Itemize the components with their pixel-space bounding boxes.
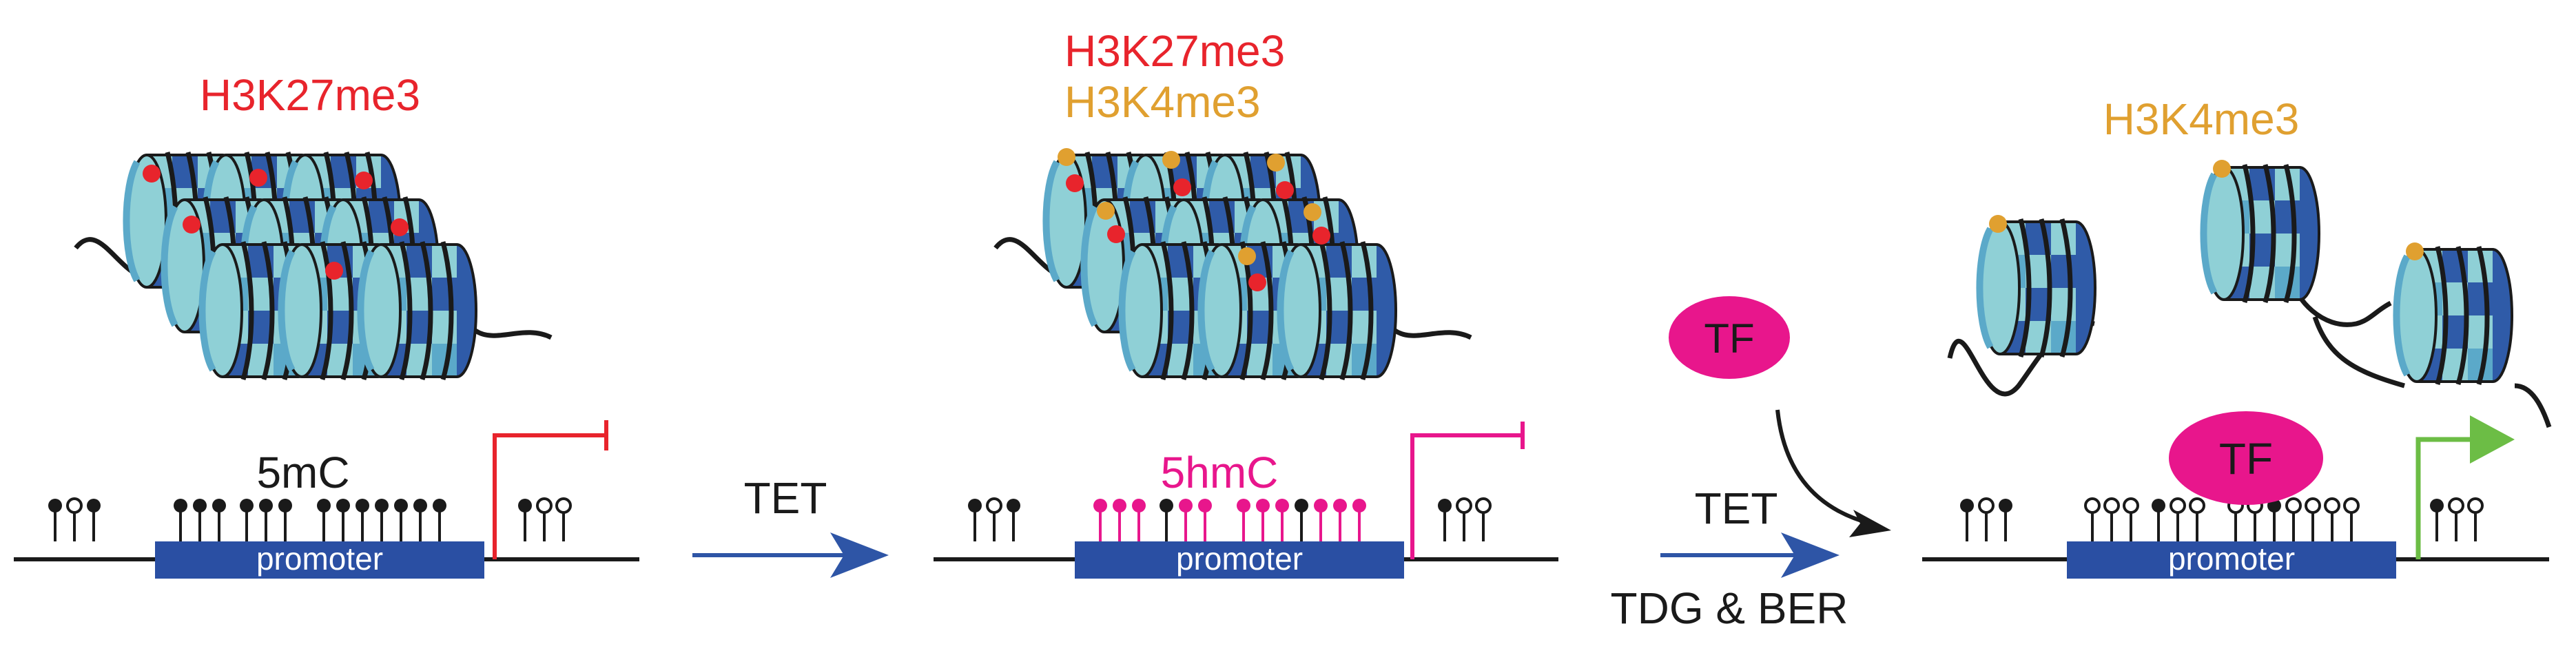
open-lollipop-icon: [2343, 497, 2360, 543]
h3k4me3-marks-3: [1989, 160, 2424, 260]
filled-lollipop-icon: [1959, 497, 1975, 543]
h3k4me3-label-2: H3K4me3: [1064, 77, 1261, 127]
magenta-lollipop-icon: [1274, 497, 1290, 543]
magenta-lollipop-icon: [1235, 497, 1252, 543]
poised-tss-2: [1410, 433, 1523, 559]
filled-lollipop-icon: [393, 497, 409, 543]
filled-lollipop-icon: [1158, 497, 1175, 543]
promoter-label-3: promoter: [2168, 541, 2295, 577]
tdg-ber-label: TDG & BER: [1611, 583, 1848, 633]
h3k4me3-label-3: H3K4me3: [2103, 94, 2300, 144]
panel-2-bivalent-chromatin: H3K27me3 H3K4me3: [934, 26, 1558, 579]
magenta-lollipop-icon: [1177, 497, 1194, 543]
open-lollipop-icon: [2305, 497, 2321, 543]
magenta-lollipop-icon: [1332, 497, 1348, 543]
open-lollipop-icon: [2324, 497, 2340, 543]
tf-bound-label: TF: [2219, 434, 2273, 484]
filled-lollipop-icon: [2150, 497, 2167, 543]
filled-lollipop-icon: [238, 497, 255, 543]
nucleosome-cluster-1: [126, 152, 476, 380]
filled-lollipop-icon: [354, 497, 371, 543]
magenta-lollipop-icon: [1111, 497, 1128, 543]
repressed-tss-1: [493, 433, 606, 559]
magenta-lollipop-icon: [1131, 497, 1147, 543]
filled-lollipop-icon: [517, 497, 533, 543]
open-lollipop-icon: [2170, 497, 2186, 543]
filled-lollipop-icon: [277, 497, 293, 543]
filled-lollipop-icon: [412, 497, 429, 543]
promoter-box-2: [1075, 541, 1404, 579]
open-lollipop-icon: [2123, 497, 2139, 543]
tf-free-ellipse: [1669, 296, 1790, 379]
filled-lollipop-icon: [172, 497, 189, 543]
open-lollipop-icon: [2247, 497, 2263, 543]
promoter-label-2: promoter: [1176, 541, 1303, 577]
filled-lollipop-icon: [1005, 497, 1022, 543]
tet-label-2: TET: [1695, 484, 1778, 533]
h3k4me3-marks-2: [1058, 148, 1321, 265]
tet-label-1: TET: [744, 473, 827, 523]
filled-lollipop-icon: [1436, 497, 1453, 543]
open-lollipop-icon: [986, 497, 1002, 543]
filled-lollipop-icon: [2266, 497, 2283, 543]
magenta-lollipop-icon: [1255, 497, 1271, 543]
methylation-lollipops-1: [47, 497, 572, 543]
promoter-box-3: [2067, 541, 2396, 579]
tf-bound-ellipse: [2169, 411, 2323, 505]
active-tss-arrowhead: [2470, 415, 2515, 464]
promoter-box-1: [155, 541, 484, 579]
filled-lollipop-icon: [316, 497, 332, 543]
h3k27me3-label-2: H3K27me3: [1064, 26, 1285, 76]
filled-lollipop-icon: [967, 497, 983, 543]
filled-lollipop-icon: [1997, 497, 2014, 543]
panel-1-repressed-chromatin: H3K27me3 5mC promoter: [14, 70, 639, 579]
open-lollipop-icon: [1475, 497, 1492, 543]
magenta-lollipop-icon: [1312, 497, 1329, 543]
tet-arrow-1: TET: [692, 473, 889, 578]
open-lollipop-icon: [2189, 497, 2205, 543]
filled-lollipop-icon: [1293, 497, 1310, 543]
magenta-lollipop-icon: [1351, 497, 1368, 543]
open-lollipop-icon: [66, 497, 83, 543]
open-lollipop-icon: [1978, 497, 1995, 543]
open-lollipop-icon: [2084, 497, 2101, 543]
magenta-lollipop-icon: [1197, 497, 1213, 543]
filled-lollipop-icon: [373, 497, 390, 543]
h3k27me3-label-1: H3K27me3: [200, 70, 420, 120]
open-lollipop-icon: [2103, 497, 2120, 543]
open-lollipop-icon: [2467, 497, 2484, 543]
filled-lollipop-icon: [47, 497, 63, 543]
filled-lollipop-icon: [192, 497, 208, 543]
tet-tdg-ber-arrow: TF TET TDG & BER: [1611, 296, 1891, 633]
active-tss-3: [2415, 437, 2473, 559]
panel-3-active-chromatin: H3K4me3 promoter TF: [1922, 94, 2552, 579]
nucleosomes-open-3: [1979, 165, 2512, 384]
open-lollipop-icon: [555, 497, 572, 543]
methylation-lollipops-3: [1959, 497, 2484, 543]
filled-lollipop-icon: [85, 497, 102, 543]
nucleosome-cluster-2: [1046, 152, 1396, 380]
filled-lollipop-icon: [431, 497, 448, 543]
filled-lollipop-icon: [335, 497, 351, 543]
open-lollipop-icon: [2227, 497, 2244, 543]
open-lollipop-icon: [2448, 497, 2464, 543]
promoter-label-1: promoter: [256, 541, 383, 577]
open-lollipop-icon: [536, 497, 553, 543]
h3k27me3-marks-2: [1066, 174, 1330, 291]
magenta-lollipop-icon: [1092, 497, 1109, 543]
tf-free-label: TF: [1704, 315, 1754, 362]
open-lollipop-icon: [2285, 497, 2302, 543]
5mc-label: 5mC: [256, 448, 349, 497]
filled-lollipop-icon: [211, 497, 227, 543]
filled-lollipop-icon: [2429, 497, 2445, 543]
5hmc-label: 5hmC: [1161, 448, 1279, 497]
filled-lollipop-icon: [258, 497, 274, 543]
h3k27me3-marks-1: [143, 165, 409, 280]
open-lollipop-icon: [1456, 497, 1472, 543]
